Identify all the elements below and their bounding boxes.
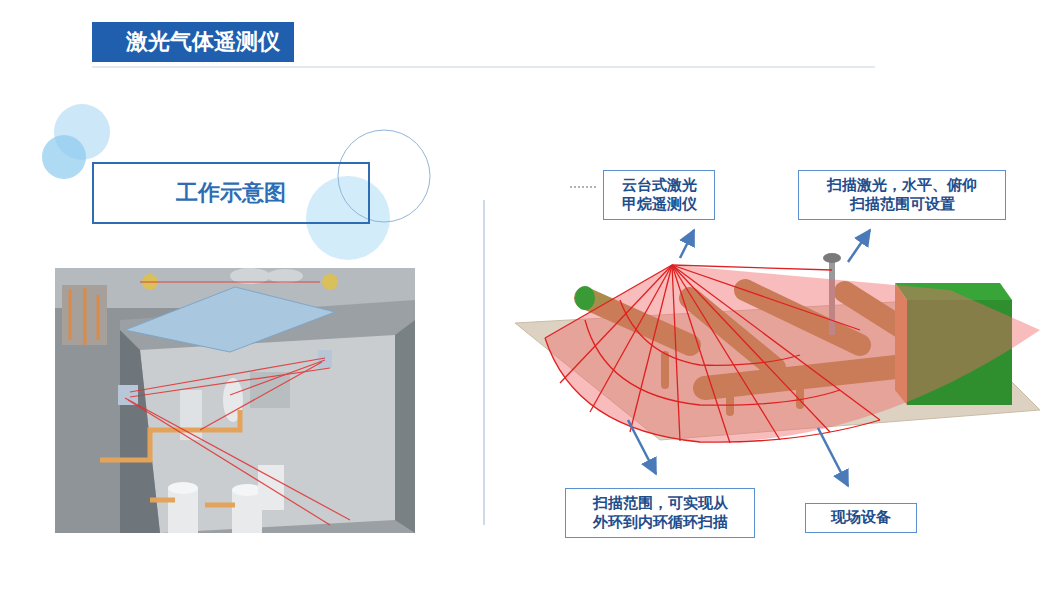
divider: [484, 200, 485, 525]
node-label: 扫描激光，水平、俯仰扫描范围可设置: [821, 176, 983, 215]
deco-circle: [42, 135, 86, 179]
deco-ring: [338, 130, 430, 222]
node-label: 现场设备: [831, 508, 891, 528]
room-illustration: [55, 268, 415, 533]
node-label: 工作示意图: [176, 179, 286, 208]
title: 激光气体遥测仪: [126, 27, 280, 57]
node-label: 云台式激光甲烷遥测仪: [618, 176, 700, 215]
callout-box: 现场设备: [805, 503, 917, 533]
heading-box: 工作示意图: [92, 162, 370, 224]
deco-circle: [306, 176, 390, 260]
node-label: 扫描范围，可实现从外环到内环循环扫描: [590, 494, 730, 533]
title-bar: 激光气体遥测仪: [92, 22, 294, 62]
leader-arrows: [628, 230, 870, 486]
header-rule: [92, 67, 875, 68]
callout-box: 扫描激光，水平、俯仰扫描范围可设置: [798, 170, 1006, 220]
callout-box: 云台式激光甲烷遥测仪: [603, 170, 715, 220]
callout-box: 扫描范围，可实现从外环到内环循环扫描: [565, 488, 755, 538]
scan-illustration: [515, 187, 1040, 443]
